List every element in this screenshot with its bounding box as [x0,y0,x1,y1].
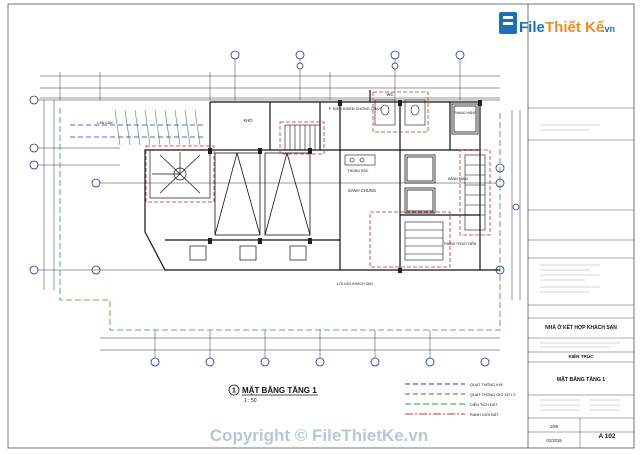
brand-name-prefix: File [519,19,545,36]
sheet-scale: 1/50 [550,424,559,429]
drawing-number: 1 [232,388,236,395]
top-dimension-lines [40,55,500,100]
legend-label-3: DIỆN TÍCH ĐẤT [470,402,498,407]
room-label-trash: THÙNG RÁC [348,169,369,173]
drawing-scale: 1 : 50 [244,398,257,404]
brand-name-accent: Thiết Kế [545,19,605,36]
discipline: KIẾN TRÚC [568,353,594,359]
sheet-number: A 102 [598,433,615,440]
sheet-border [7,3,635,449]
brand-domain: .vn [602,24,615,34]
lot-boundary [59,108,501,331]
svg-text:Copyright © FileThietKe.vn: Copyright © FileThietKe.vn [210,426,428,445]
project-name: NHÀ Ở KẾT HỢP KHÁCH SẠN [545,324,617,331]
drawing-title: MẶT BẰNG TẦNG 1 [242,385,317,395]
hatched-corridor [114,109,201,146]
parking-bays [214,152,311,236]
bottom-dimension-lines [100,330,500,358]
legend: QUẠT THÔNG KHÍ QUẠT THÔNG GIÓ XỬ LÝ DIỆN… [405,382,516,417]
escape-stair [284,124,486,261]
room-label-control: P. ĐIỀU KHIỂN CHỐNG CHÁY [329,106,382,111]
room-label-floor-hall: SẢNH TẦNG [448,176,469,181]
drawing-label: 1 MẶT BẰNG TẦNG 1 1 : 50 [228,384,318,404]
elevators [404,103,479,214]
legend-label-4: RANH GIỚI ĐẤT [470,412,499,417]
room-label-railing: LAN CAN [97,121,113,125]
bottom-grid-bubbles [150,357,490,367]
sheet-title: MẶT BẰNG TẦNG 1 [557,375,606,383]
sheet-date: 01/2019 [546,438,562,443]
top-grid-bubbles [230,50,465,70]
legend-label-2: QUẠT THÔNG GIÓ XỬ LÝ [470,392,516,397]
room-label-hall: SẢNH CHUNG [348,188,376,193]
room-label-wc: WC [387,92,394,97]
title-block [528,107,634,448]
room-label-kho: KHO [243,118,253,123]
legend-label-1: QUẠT THÔNG KHÍ [470,382,504,387]
room-label-cargo-lift: THANG HÀNG [453,111,477,115]
room-label-escape-stair: THANG THOÁT HIỂM [444,241,477,246]
watermark: Copyright © FileThietKe.vn [210,426,428,445]
spiral-stair [149,149,211,199]
room-label-lobby: LỐI VÀO KHÁCH SẠN [337,281,373,286]
brand-logo: File Thiết Kế .vn [499,12,615,36]
